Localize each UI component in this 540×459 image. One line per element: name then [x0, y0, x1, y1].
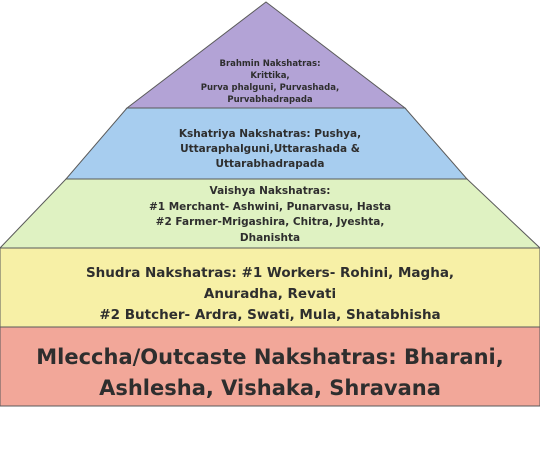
- tier-brahmin-line: Purva phalguni, Purvashada,: [200, 83, 340, 93]
- tier-shudra-line: Shudra Nakshatras: #1 Workers- Rohini, M…: [85, 265, 455, 281]
- tier-vaishya-line: #2 Farmer-Mrigashira, Chitra, Jyeshta,: [155, 216, 385, 228]
- tier-mleccha-shape: [0, 326, 540, 407]
- tier-shudra-line: #2 Butcher- Ardra, Swati, Mula, Shatabhi…: [99, 307, 441, 323]
- tier-mleccha-line: Mleccha/Outcaste Nakshatras: Bharani,: [36, 345, 504, 369]
- tier-shudra-label: Shudra Nakshatras: #1 Workers- Rohini, M…: [30, 263, 510, 326]
- tier-vaishya-line: Dhanishta: [239, 231, 301, 244]
- tier-vaishya-shape: [0, 178, 540, 249]
- tier-vaishya-label: Vaishya Nakshatras: #1 Merchant- Ashwini…: [110, 184, 430, 246]
- tier-kshatriya-line: Uttarabhadrapada: [215, 158, 325, 170]
- tier-mleccha-label: Mleccha/Outcaste Nakshatras: Bharani, As…: [10, 342, 530, 404]
- tier-kshatriya-line: Kshatriya Nakshatras: Pushya,: [178, 128, 362, 140]
- tier-kshatriya-label: Kshatriya Nakshatras: Pushya, Uttaraphal…: [120, 127, 420, 172]
- tier-brahmin-label: Brahmin Nakshatras: Krittika, Purva phal…: [170, 58, 370, 106]
- tier-brahmin-line: Purvabhadrapada: [227, 95, 313, 105]
- tier-brahmin-line: Krittika,: [250, 71, 290, 81]
- tier-shudra-shape: [0, 247, 540, 328]
- tier-vaishya-line: Vaishya Nakshatras:: [209, 185, 331, 197]
- tier-shudra-line: Anuradha, Revati: [203, 286, 337, 302]
- tier-mleccha-line: Ashlesha, Vishaka, Shravana: [99, 376, 441, 400]
- tier-vaishya-line: #1 Merchant- Ashwini, Punarvasu, Hasta: [148, 200, 392, 213]
- tier-brahmin-line: Brahmin Nakshatras:: [219, 59, 321, 69]
- tier-kshatriya-line: Uttaraphalguni,Uttarashada &: [180, 143, 360, 155]
